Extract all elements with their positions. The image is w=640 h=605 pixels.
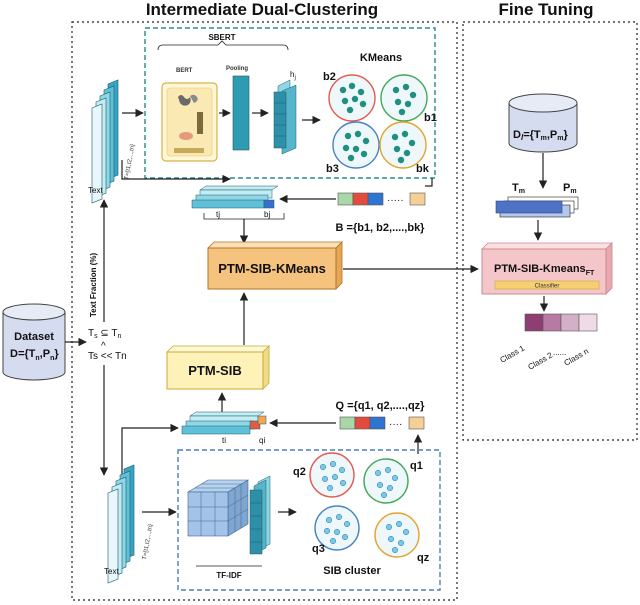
class-1-label: Class 1 (499, 343, 527, 364)
dataset-formula: D={Tn,Pn} (10, 348, 59, 362)
title-intermediate: Intermediate Dual-Clustering (146, 0, 378, 19)
classifier-label: Classifier (535, 284, 560, 290)
sbert-label: SBERT (208, 33, 235, 42)
bj-label: bj (264, 210, 270, 219)
tfidf-vectors (249, 475, 271, 555)
pm-label: Pm (563, 182, 577, 195)
title-fine-tuning: Fine Tuning (498, 0, 593, 19)
b-set-label: B ={b1, b2,....,bk} (336, 222, 426, 234)
bert-label: BERT (176, 68, 193, 74)
arrow-text-to-bottom-concat (121, 423, 179, 475)
sib-cluster-q1 (363, 458, 409, 504)
labeled-data-cylinder: Dl={Tm,Pm} (508, 93, 578, 153)
cluster-label-q1: q1 (410, 460, 423, 472)
dl-formula: Dl={Tm,Pm} (513, 129, 569, 142)
ptm-sib-label: PTM-SIB (188, 363, 241, 378)
kmeans-cluster-b2 (328, 74, 376, 122)
text-fraction-label: Text Fraction (%) (89, 253, 98, 318)
class-n-label: Class n (563, 347, 591, 368)
sbert-kmeans-block (144, 27, 436, 179)
q-set-label: Q ={q1, q2,....,qz} (336, 400, 426, 412)
top-text-label: Text (88, 186, 103, 195)
hj-embedding (273, 79, 297, 155)
cluster-label-q3: q3 (312, 543, 325, 555)
subset-notation: Ts ⊆ Tn ^ Ts << Tn (88, 328, 127, 362)
sib-cluster-q2 (309, 452, 355, 498)
kmeans-cluster-bk (379, 121, 427, 169)
subset-line1: Ts ⊆ Tn (88, 328, 121, 340)
bottom-text-label: Text (104, 567, 119, 576)
frame-intermediate (71, 21, 458, 601)
arrow-kmeans-to-b (425, 178, 433, 187)
ft-model-label: PTM-SIB-KmeansFT (494, 263, 595, 277)
svg-text:·····: ····· (387, 195, 404, 206)
subset-caret: ^ (101, 341, 106, 352)
tfidf-cube (186, 479, 250, 537)
sib-cluster-q3 (314, 505, 360, 551)
dataset-label: Dataset (14, 331, 54, 343)
ft-model-box: PTM-SIB-KmeansFT Classifier (481, 242, 613, 295)
class-output-vector (524, 313, 598, 332)
cluster-label-b2: b2 (323, 71, 336, 83)
class-2-label: Class 2 (527, 350, 555, 371)
subset-line2: Ts << Tn (88, 351, 127, 362)
sib-cluster-label: SIB cluster (323, 565, 381, 577)
tj-label: tj (216, 210, 220, 219)
sib-cluster-qz (374, 512, 420, 558)
bottom-text-stack (107, 464, 135, 584)
top-text-stack (91, 79, 119, 204)
bert-box (161, 82, 218, 162)
qi-label: qi (259, 436, 265, 445)
cluster-label-b1: b1 (424, 112, 437, 124)
ptm-sib-kmeans-label: PTM-SIB-KMeans (218, 261, 326, 276)
kmeans-label: KMeans (360, 52, 402, 64)
dataset-cylinder: Dataset D={Tn,Pn} (2, 303, 66, 381)
pooling-bar (232, 75, 250, 151)
cluster-label-qz: qz (417, 552, 430, 564)
tm-label: Tm (512, 182, 525, 195)
ptm-sib-box: PTM-SIB (166, 345, 270, 390)
kmeans-cluster-b1 (380, 74, 428, 122)
tfidf-label: TF-IDF (216, 571, 241, 580)
ft-embedding (495, 196, 579, 218)
ti-label: ti (222, 436, 226, 445)
top-concat-embedding (191, 185, 279, 209)
hj-label: hj (290, 70, 296, 81)
q-color-vector: ···· (339, 416, 425, 430)
bottom-t-vector: T={t1,t2,...,tn} (142, 524, 154, 561)
class-dots: ...... (553, 348, 566, 357)
kmeans-cluster-b3 (332, 121, 380, 169)
ptm-sib-kmeans-box: PTM-SIB-KMeans (207, 241, 343, 290)
cluster-label-q2: q2 (293, 466, 306, 478)
cluster-label-b3: b3 (326, 163, 339, 175)
pooling-label: Pooling (226, 66, 248, 72)
arrow-text-to-concat (121, 160, 231, 184)
sbert-brace (157, 40, 289, 51)
top-t-vector: T={t1,t2,...,tn} (124, 144, 136, 181)
tfidf-sib-block (177, 449, 441, 591)
b-color-vector: ····· (337, 192, 426, 206)
cluster-label-bk: bk (416, 163, 430, 175)
svg-text:····: ···· (389, 419, 402, 430)
bottom-concat-embedding (181, 411, 267, 435)
frame-fine-tuning (462, 21, 638, 441)
